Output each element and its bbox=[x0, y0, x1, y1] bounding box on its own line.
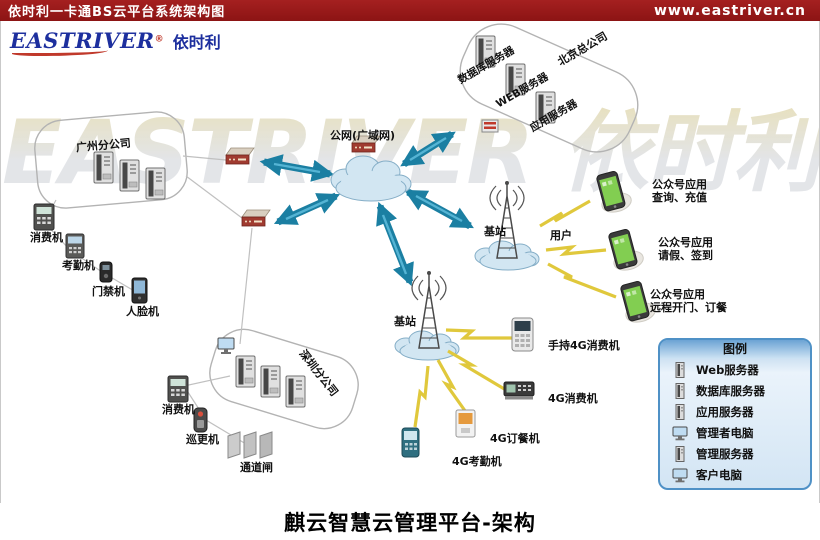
base-station-cloud-icon bbox=[474, 240, 540, 271]
monitor-icon bbox=[672, 426, 688, 440]
legend-label: Web服务器 bbox=[696, 362, 759, 377]
phone-app-label: 公众号应用 请假、签到 bbox=[658, 236, 713, 262]
management-pc-icon bbox=[217, 337, 235, 355]
base-station-label: 基站 bbox=[394, 315, 416, 328]
branch-server-icon bbox=[260, 365, 281, 398]
phone-app-line1: 公众号应用 bbox=[652, 178, 707, 191]
wan-cloud-icon bbox=[330, 155, 412, 202]
guangzhou-group-outline bbox=[34, 111, 188, 209]
wan-label: 公网(广域网) bbox=[330, 129, 396, 142]
legend-row: 管理者电脑 bbox=[660, 422, 810, 443]
branch-server-icon bbox=[119, 159, 140, 192]
legend-row: Web服务器 bbox=[660, 359, 810, 380]
face-terminal-label: 人脸机 bbox=[126, 305, 159, 318]
4g-attendance-icon bbox=[401, 427, 420, 458]
branch-server-icon bbox=[285, 375, 306, 408]
eastriver-logo: EASTRIVER® 依时利 bbox=[10, 28, 221, 56]
registered-mark-icon: ® bbox=[154, 34, 164, 45]
attendance-terminal-label: 考勤机 bbox=[62, 259, 95, 272]
patrol-device-label: 巡更机 bbox=[186, 433, 219, 446]
smartphone-icon bbox=[605, 226, 646, 274]
server-icon bbox=[675, 361, 685, 378]
legend-row: 管理服务器 bbox=[660, 443, 810, 464]
4g-pos-label: 4G消费机 bbox=[548, 392, 598, 405]
4g-attendance-label: 4G考勤机 bbox=[452, 455, 502, 468]
cell-tower-icon bbox=[489, 181, 525, 259]
server-icon bbox=[675, 403, 685, 420]
logo-text-cn: 依时利 bbox=[172, 33, 221, 52]
phone-app-line1: 公众号应用 bbox=[658, 236, 713, 249]
legend-label: 管理者电脑 bbox=[696, 425, 754, 440]
base-station-cloud-icon bbox=[394, 330, 460, 361]
lightning-bolt-links bbox=[413, 199, 617, 428]
legend-row: 客户电脑 bbox=[660, 464, 810, 485]
patrol-device-icon bbox=[193, 407, 208, 433]
4g-pos-icon bbox=[503, 381, 535, 400]
turnstile-gate-label: 通道闸 bbox=[240, 461, 273, 474]
handheld-4g-pos-label: 手持4G消费机 bbox=[548, 339, 620, 352]
consume-terminal-icon bbox=[33, 203, 55, 231]
header-title: 依时利一卡通BS云平台系统架构图 bbox=[8, 5, 226, 20]
user-label: 用户 bbox=[550, 229, 572, 242]
turnstile-gate-icon bbox=[227, 431, 273, 459]
legend-label: 客户电脑 bbox=[696, 467, 742, 482]
4g-order-terminal-icon bbox=[455, 409, 476, 438]
page-caption: 麒云智慧云管理平台-架构 bbox=[0, 503, 820, 540]
consume-terminal-icon bbox=[167, 375, 189, 403]
face-terminal-icon bbox=[131, 277, 148, 304]
phone-app-line1: 公众号应用 bbox=[650, 288, 705, 301]
storage-unit-icon bbox=[481, 119, 499, 133]
legend-label: 应用服务器 bbox=[696, 404, 754, 419]
smartphone-icon bbox=[593, 168, 634, 216]
cell-tower-icon bbox=[411, 271, 447, 349]
phone-app-line2: 请假、签到 bbox=[658, 249, 713, 262]
phone-app-label: 公众号应用 查询、充值 bbox=[652, 178, 707, 204]
access-control-icon bbox=[99, 261, 113, 283]
legend-label: 管理服务器 bbox=[696, 446, 754, 461]
shenzhen-group-outline bbox=[209, 328, 359, 430]
branch-server-icon bbox=[235, 355, 256, 388]
router-icon bbox=[241, 209, 271, 227]
legend-row: 数据库服务器 bbox=[660, 380, 810, 401]
logo-swoosh-icon bbox=[12, 48, 108, 56]
consume-terminal-label: 消费机 bbox=[162, 403, 195, 416]
beijing-group-outline bbox=[459, 23, 639, 153]
branch-server-icon bbox=[145, 167, 166, 200]
header-bar: 依时利一卡通BS云平台系统架构图 www.eastriver.cn bbox=[0, 0, 820, 21]
server-icon bbox=[675, 445, 685, 462]
legend-row: 应用服务器 bbox=[660, 401, 810, 422]
legend-label: 数据库服务器 bbox=[696, 383, 765, 398]
attendance-terminal-icon bbox=[65, 233, 85, 259]
access-control-label: 门禁机 bbox=[92, 285, 125, 298]
header-url[interactable]: www.eastriver.cn bbox=[653, 2, 806, 19]
arrow-highlights bbox=[273, 136, 463, 275]
legend-title: 图例 bbox=[660, 340, 810, 359]
monitor-icon bbox=[672, 468, 688, 482]
base-station-label: 基站 bbox=[484, 225, 506, 238]
handheld-4g-pos-icon bbox=[511, 317, 534, 352]
branch-server-icon bbox=[93, 151, 114, 184]
phone-app-label: 公众号应用 远程开门、订餐 bbox=[650, 288, 727, 314]
server-icon bbox=[675, 382, 685, 399]
4g-order-label: 4G订餐机 bbox=[490, 432, 540, 445]
phone-app-line2: 查询、充值 bbox=[652, 191, 707, 204]
router-icon bbox=[225, 147, 255, 165]
consume-terminal-label: 消费机 bbox=[30, 231, 63, 244]
legend-panel: 图例 Web服务器 数据库服务器 应用服务器 管理者电脑 管理服务器 客户电脑 bbox=[658, 338, 812, 490]
phone-app-line2: 远程开门、订餐 bbox=[650, 301, 727, 314]
